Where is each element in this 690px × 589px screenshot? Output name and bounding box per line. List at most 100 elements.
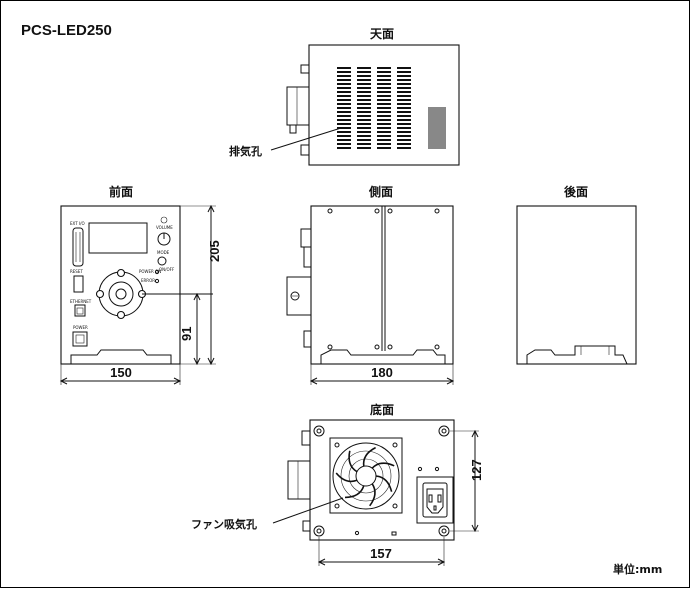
vent-slot bbox=[377, 147, 391, 149]
vent-slot bbox=[357, 87, 371, 89]
dim-bottom-pitch-y: 127 bbox=[469, 459, 484, 481]
vent-slot bbox=[377, 139, 391, 141]
vent-slot bbox=[337, 83, 351, 85]
vent-slot bbox=[397, 79, 411, 81]
vent-slot bbox=[377, 79, 391, 81]
vent-slot bbox=[337, 99, 351, 101]
vent-slot bbox=[397, 115, 411, 117]
vent-slot bbox=[337, 87, 351, 89]
foot-top-right bbox=[438, 425, 450, 437]
vent-slot bbox=[337, 107, 351, 109]
top-view-label: 天面 bbox=[370, 27, 394, 41]
power-label: POWER bbox=[73, 325, 88, 330]
vent-slot bbox=[397, 91, 411, 93]
bottom-view-label: 底面 bbox=[370, 402, 394, 417]
vent-slot bbox=[377, 91, 391, 93]
vent-slot bbox=[377, 115, 391, 117]
vent-slot bbox=[337, 147, 351, 149]
fan-blade bbox=[371, 462, 395, 469]
vent-slot bbox=[337, 143, 351, 145]
vent-slot bbox=[377, 107, 391, 109]
back-view-body bbox=[516, 205, 637, 365]
vent-slot bbox=[337, 123, 351, 125]
vent-slot bbox=[377, 87, 391, 89]
ethernet-label: ETHERNET bbox=[70, 299, 92, 304]
vent-slot bbox=[377, 119, 391, 121]
fan-blade bbox=[369, 483, 376, 507]
vent-slot bbox=[377, 99, 391, 101]
vent-slot bbox=[377, 135, 391, 137]
front-view: EXT I/O VOLUME RESET MODE POWER ON ON/OF… bbox=[59, 204, 216, 385]
vent-slot bbox=[337, 79, 351, 81]
vent-slot bbox=[357, 143, 371, 145]
vent-slot bbox=[337, 75, 351, 77]
fan-blade bbox=[362, 446, 376, 467]
vent-slot bbox=[377, 143, 391, 145]
dim-bottom-pitch-x: 157 bbox=[370, 546, 392, 561]
volume-label: VOLUME bbox=[156, 225, 173, 230]
foot-bottom-left bbox=[313, 525, 325, 537]
fan-blade bbox=[335, 472, 358, 483]
fan-blade bbox=[348, 450, 358, 473]
power-on-label: POWER ON bbox=[139, 269, 161, 274]
vent-slot bbox=[357, 75, 371, 77]
vent-slot bbox=[377, 71, 391, 73]
vent-slot bbox=[377, 127, 391, 129]
vent-slot bbox=[357, 115, 371, 117]
vent-slot bbox=[357, 83, 371, 85]
vent-slot bbox=[377, 95, 391, 97]
vent-slot bbox=[357, 79, 371, 81]
vent-slot bbox=[357, 111, 371, 113]
foot-bottom-right bbox=[438, 525, 450, 537]
vent-slot bbox=[397, 139, 411, 141]
vent-slot bbox=[397, 87, 411, 89]
vent-slot bbox=[397, 135, 411, 137]
front-view-body bbox=[60, 205, 181, 365]
vent-slot bbox=[397, 127, 411, 129]
side-view-label: 側面 bbox=[368, 184, 393, 199]
vent-slot bbox=[377, 75, 391, 77]
ext-io-label: EXT I/O bbox=[70, 221, 85, 226]
vent-slot bbox=[357, 123, 371, 125]
vent-slot bbox=[397, 147, 411, 149]
vent-slot bbox=[337, 91, 351, 93]
ethernet-port bbox=[74, 304, 86, 317]
vent-slot bbox=[357, 119, 371, 121]
fan-intake-callout: ファン吸気孔 bbox=[191, 517, 257, 531]
vent-slot bbox=[397, 103, 411, 105]
reset-connector bbox=[73, 275, 84, 293]
vent-slot bbox=[357, 131, 371, 133]
dim-front-height: 205 bbox=[207, 240, 222, 262]
vent-slot bbox=[377, 67, 391, 69]
reset-label: RESET bbox=[70, 269, 83, 274]
ext-io-connector bbox=[72, 227, 84, 267]
back-view-label: 後面 bbox=[564, 184, 588, 199]
vent-slot bbox=[337, 103, 351, 105]
foot-top-left bbox=[313, 425, 325, 437]
error-label: ERROR bbox=[141, 278, 155, 283]
vent-slot bbox=[377, 83, 391, 85]
fan-blades bbox=[335, 446, 395, 507]
fan-frame bbox=[329, 437, 403, 514]
fan-guard bbox=[332, 442, 400, 510]
vent-slot bbox=[337, 95, 351, 97]
top-view bbox=[270, 44, 460, 166]
vent-slot bbox=[337, 111, 351, 113]
vent-slot bbox=[337, 67, 351, 69]
vent-slot bbox=[357, 135, 371, 137]
vent-slot bbox=[377, 111, 391, 113]
vent-slot bbox=[337, 119, 351, 121]
vent-slot bbox=[377, 103, 391, 105]
vent-slot bbox=[397, 131, 411, 133]
back-view bbox=[516, 205, 637, 365]
vent-slot bbox=[357, 99, 371, 101]
top-view-side-bracket bbox=[286, 86, 310, 126]
vent-slot bbox=[337, 131, 351, 133]
vent-slot bbox=[397, 83, 411, 85]
front-view-label: 前面 bbox=[109, 184, 133, 199]
vent-slot bbox=[357, 103, 371, 105]
unit-note: 単位:mm bbox=[613, 562, 662, 576]
vent-slot bbox=[337, 71, 351, 73]
